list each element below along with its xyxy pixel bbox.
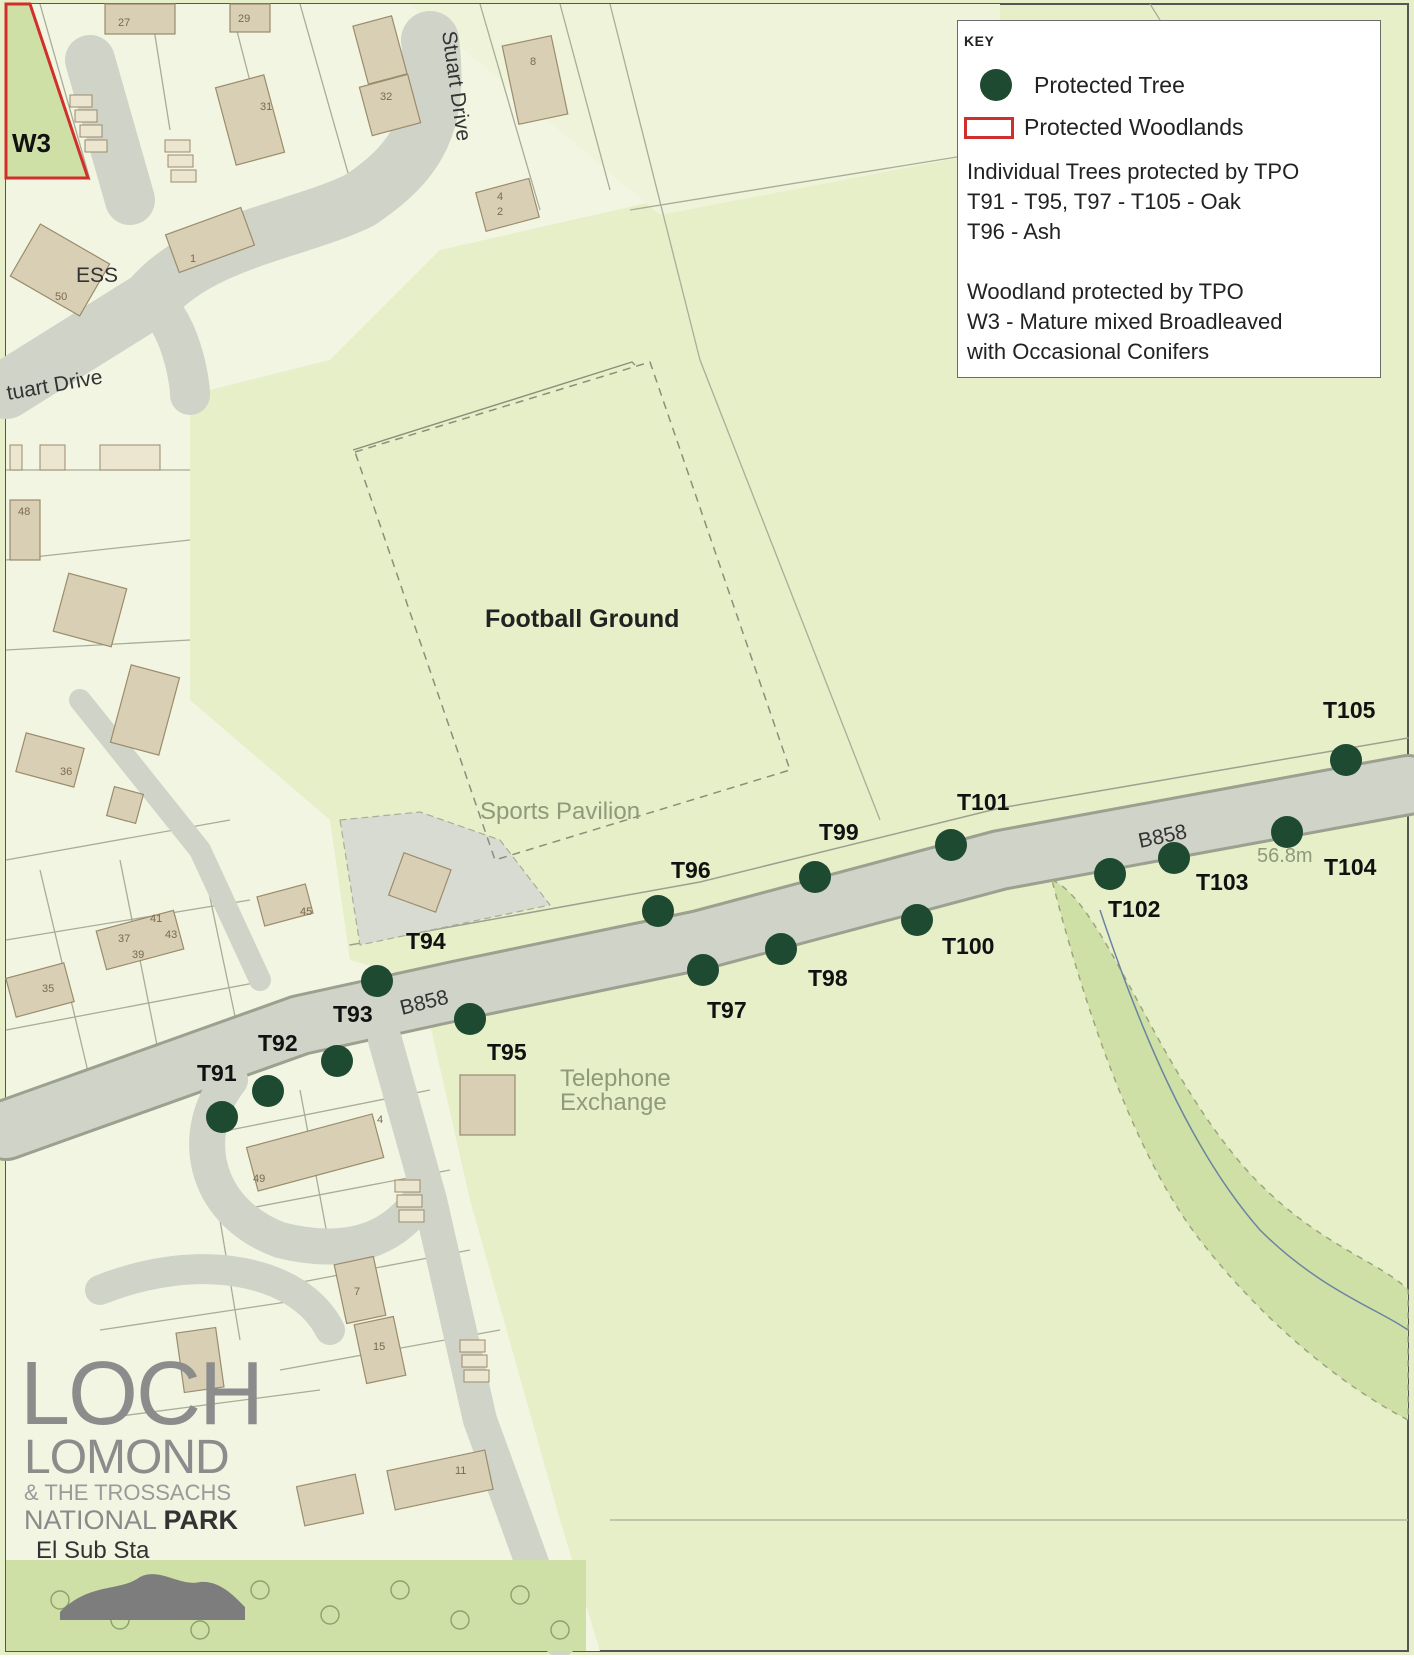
stream: [1099, 909, 1409, 1331]
key-trees-ash: T96 - Ash: [967, 219, 1062, 244]
house-number: 35: [42, 983, 54, 995]
label-w3: W3: [12, 128, 51, 158]
protected-tree-t92[interactable]: [252, 1075, 284, 1107]
garages: [9, 94, 490, 1383]
protected-tree-t94[interactable]: [361, 965, 393, 997]
key-title: KEY: [964, 33, 995, 49]
key-trees-heading: Individual Trees protected by TPO: [967, 159, 1300, 184]
label-sports-pavilion: Sports Pavilion: [480, 798, 640, 825]
tree-label-t96: T96: [671, 857, 711, 883]
woodland-strip: [1050, 878, 1409, 1422]
key-woodland-heading: Woodland protected by TPO: [967, 279, 1244, 304]
protected-tree-t103[interactable]: [1158, 842, 1190, 874]
tree-label-t91: T91: [197, 1060, 237, 1086]
north-plots: [410, 4, 1000, 215]
tree-label-t95: T95: [487, 1039, 527, 1065]
key-woodland-desc-2: with Occasional Conifers: [967, 339, 1210, 364]
logo-national: NATIONAL: [24, 1505, 157, 1535]
key-protected-tree-label: Protected Tree: [1034, 71, 1185, 98]
tree-label-t100: T100: [942, 933, 994, 959]
label-telephone: Telephone: [560, 1065, 671, 1092]
tree-label-t94: T94: [406, 928, 446, 954]
house-number: 48: [18, 506, 30, 518]
protected-tree-t98[interactable]: [765, 933, 797, 965]
park-logo: LOCH LOMOND & THE TROSSACHS NATIONAL PAR…: [20, 1344, 280, 1620]
logo-line-lomond: LOMOND: [24, 1431, 230, 1484]
tree-label-t97: T97: [707, 997, 747, 1023]
key-row-protected-woodlands: Protected Woodlands: [964, 114, 1244, 141]
label-exchange: Exchange: [560, 1089, 667, 1116]
logo-line-trossachs: & THE TROSSACHS: [24, 1480, 232, 1505]
roads: [0, 11, 1414, 1657]
house-number: 31: [260, 101, 272, 113]
tree-label-t98: T98: [808, 965, 848, 991]
tree-label-t93: T93: [333, 1001, 373, 1027]
logo-line-loch: LOCH: [20, 1344, 264, 1444]
logo-hills-icon: [60, 1574, 245, 1620]
protected-tree-t91[interactable]: [206, 1101, 238, 1133]
protected-tree-t104[interactable]: [1271, 816, 1303, 848]
house-number: 32: [380, 91, 392, 103]
house-number: 49: [253, 1173, 265, 1185]
tree-label-t99: T99: [819, 819, 859, 845]
tree-dot-icon: [980, 69, 1012, 101]
tree-label-t92: T92: [258, 1030, 298, 1056]
protected-trees: T91T92T93T94T95T96T97T98T99T100T101T102T…: [197, 697, 1377, 1133]
house-number: 27: [118, 17, 130, 29]
residential-area: [6, 4, 660, 1651]
house-number: 50: [55, 291, 67, 303]
house-number: 4: [377, 1114, 383, 1126]
logo-line-national-park: NATIONAL PARK: [24, 1506, 280, 1534]
protected-tree-t105[interactable]: [1330, 744, 1362, 776]
buildings: [5, 3, 569, 1527]
plot-lines: [5, 3, 1408, 1521]
protected-tree-t93[interactable]: [321, 1045, 353, 1077]
woodland-symbols: [50, 1580, 570, 1640]
protected-tree-t102[interactable]: [1094, 858, 1126, 890]
house-number: 15: [373, 1341, 385, 1353]
tree-label-t104: T104: [1324, 854, 1377, 880]
label-spot-height: 56.8m: [1257, 845, 1313, 867]
tree-label-t103: T103: [1196, 869, 1248, 895]
logo-park: PARK: [163, 1505, 239, 1535]
protected-tree-t95[interactable]: [454, 1003, 486, 1035]
house-number: 43: [165, 929, 177, 941]
house-number: 8: [530, 56, 536, 68]
tree-label-t105: T105: [1323, 697, 1376, 723]
house-number: 4: [497, 191, 503, 203]
football-pitch: [352, 361, 791, 861]
key-protected-woodlands-label: Protected Woodlands: [1024, 114, 1244, 140]
house-number: 41: [150, 913, 162, 925]
woodland-outline-icon: [964, 116, 1014, 139]
key-woodland-desc-1: W3 - Mature mixed Broadleaved: [967, 309, 1283, 334]
label-ess: ESS: [76, 264, 118, 287]
house-number: 36: [60, 766, 72, 778]
label-football-ground: Football Ground: [485, 605, 679, 633]
house-number: 29: [238, 13, 250, 25]
protected-tree-t97[interactable]: [687, 954, 719, 986]
label-el-sub-sta: El Sub Sta: [36, 1537, 150, 1564]
map-key: KEY Protected Tree Protected Woodlands I…: [957, 20, 1381, 378]
tree-label-t102: T102: [1108, 896, 1160, 922]
house-number: 37: [118, 933, 130, 945]
protected-tree-t100[interactable]: [901, 904, 933, 936]
house-number: 1: [190, 253, 196, 265]
key-trees-oak: T91 - T95, T97 - T105 - Oak: [967, 189, 1241, 214]
protected-tree-t96[interactable]: [642, 895, 674, 927]
house-number: 11: [455, 1465, 466, 1477]
protected-tree-t101[interactable]: [935, 829, 967, 861]
protected-tree-t99[interactable]: [799, 861, 831, 893]
key-row-protected-tree: Protected Tree: [964, 69, 1185, 101]
tree-label-t101: T101: [957, 789, 1010, 815]
house-number: 7: [354, 1286, 360, 1298]
w3-woodland: [4, 2, 91, 180]
house-number: 39: [132, 949, 144, 961]
house-number: 2: [497, 206, 503, 218]
house-number: 45: [300, 906, 312, 918]
